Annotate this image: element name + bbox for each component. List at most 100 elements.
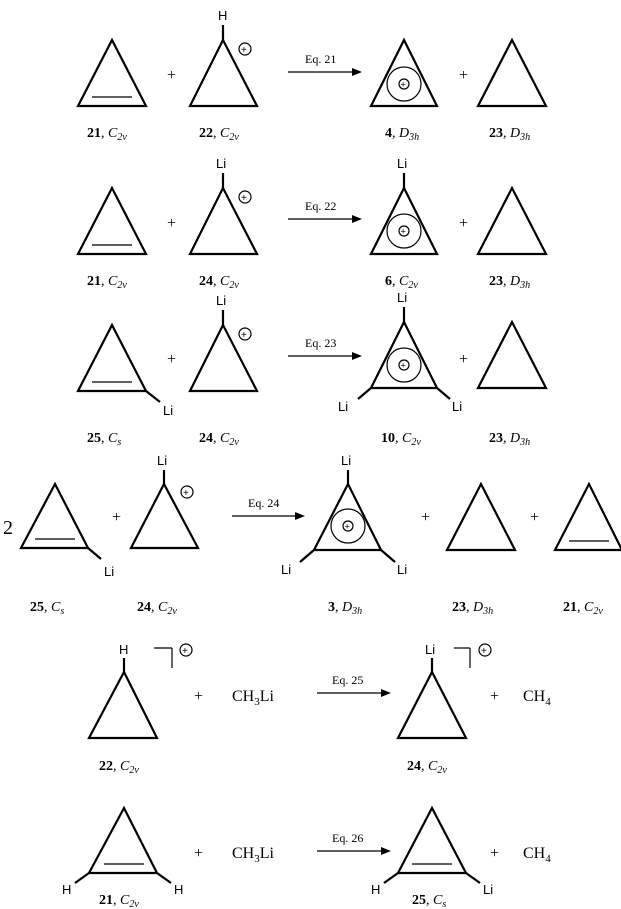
- lithio-cyclopropyl-cation-ring: [396, 669, 468, 740]
- compound-label-4: 4, D3h: [385, 126, 419, 143]
- atom-h: H: [119, 642, 128, 657]
- methyllithium-formula: CH3Li: [232, 845, 275, 865]
- atom-li: Li: [483, 882, 493, 897]
- lithio-cyclopropene-ring: [19, 481, 90, 550]
- charge-circle-icon: [180, 485, 194, 499]
- equation-22: + Li + Eq. 22 Li + +: [76, 156, 548, 256]
- arrow-head-icon: [295, 512, 305, 520]
- compound-label-25: 25, Cs: [30, 600, 64, 617]
- cyclopropyl-ring: [476, 37, 548, 108]
- compound-label-24: 24, C2v: [199, 274, 239, 291]
- lithio-cyclopropyl-cation-ring: [188, 185, 259, 256]
- atom-li: Li: [397, 290, 407, 305]
- atom-li: Li: [163, 403, 173, 418]
- compound-label-23: 23, D3h: [489, 274, 530, 291]
- compound-label-23: 23, D3h: [489, 126, 530, 143]
- equation-label: Eq. 25: [332, 673, 363, 687]
- methane-formula: CH4: [523, 845, 551, 865]
- charge-circle-icon: [398, 78, 410, 90]
- cyclopropene-ring: [76, 185, 148, 256]
- compound-label-6: 6, C2v: [385, 274, 418, 291]
- lithio-cyclopropyl-cation-ring: [129, 481, 200, 550]
- charge-circle-icon: [238, 327, 252, 341]
- plus-sign: +: [530, 509, 539, 526]
- compound-label-21: 21, C2v: [87, 126, 127, 143]
- atom-h: H: [218, 8, 227, 23]
- compound-label-22: 22, C2v: [99, 759, 139, 776]
- arrow-head-icon: [352, 215, 362, 223]
- cyclopropene-ring: [87, 805, 159, 875]
- compound-label-25: 25, Cs: [412, 893, 446, 909]
- compound-label-21: 21, C2v: [563, 600, 603, 617]
- li-bond: [436, 387, 451, 400]
- charge-plus: +: [345, 522, 350, 532]
- stoichiometric-coefficient: 2: [3, 517, 13, 539]
- compound-label-25: 25, Cs: [87, 431, 121, 448]
- aromatic-circle: [386, 347, 422, 383]
- equation-26: H H + CH3Li Eq. 26 H Li + CH4: [62, 805, 551, 897]
- compound-label-24: 24, C2v: [199, 431, 239, 448]
- compound-label-23: 23, D3h: [452, 600, 493, 617]
- li-bond: [87, 547, 102, 560]
- trilithio-cyclopropenyl-cation-ring: [312, 481, 383, 552]
- lithio-cyclopropyl-cation-ring: [188, 322, 259, 393]
- cyclopropene-ring: [553, 481, 621, 552]
- atom-h: H: [174, 882, 183, 897]
- lithio-cyclopropene-ring: [396, 805, 468, 875]
- atom-li: Li: [216, 293, 226, 308]
- li-bond: [357, 387, 372, 400]
- atom-li: Li: [157, 453, 167, 468]
- compound-label-24: 24, C2v: [407, 759, 447, 776]
- cyclopropyl-ring: [476, 185, 548, 256]
- charge-plus: +: [241, 45, 247, 56]
- h-bond: [74, 872, 90, 884]
- compound-label-24: 24, C2v: [137, 600, 177, 617]
- atom-li: Li: [281, 562, 291, 577]
- plus-sign: +: [194, 845, 203, 862]
- compound-label-23: 23, D3h: [489, 431, 530, 448]
- charge-plus: +: [183, 488, 189, 499]
- charge-plus: +: [241, 193, 247, 204]
- charge-plus: +: [401, 361, 406, 371]
- cyclopropyl-ring: [476, 319, 548, 390]
- atom-h: H: [62, 882, 71, 897]
- atom-li: Li: [397, 562, 407, 577]
- compound-label-21: 21, C2v: [99, 893, 139, 909]
- arrow-head-icon: [381, 847, 391, 855]
- plus-sign: +: [490, 845, 499, 862]
- atom-li: Li: [338, 399, 348, 414]
- charge-circle-icon: [238, 190, 252, 204]
- charge-circle-icon: [398, 359, 410, 371]
- atom-li: Li: [452, 399, 462, 414]
- cyclopropenyl-cation-ring: [369, 37, 439, 108]
- cyclopropene-ring: [76, 37, 148, 108]
- arrow-head-icon: [352, 352, 362, 360]
- plus-sign: +: [459, 215, 468, 232]
- methane-formula: CH4: [523, 688, 551, 708]
- methyllithium-formula: CH3Li: [232, 688, 275, 708]
- li-bond: [380, 549, 396, 563]
- cyclopropyl-cation-ring: [87, 669, 159, 740]
- aromatic-circle: [386, 66, 422, 102]
- li-bond: [465, 872, 481, 884]
- charge-circle-icon: [478, 643, 492, 657]
- compound-label-3: 3, D3h: [328, 600, 362, 617]
- lithio-cyclopropenyl-cation-ring: [369, 185, 439, 256]
- plus-sign: +: [167, 215, 176, 232]
- h-bond: [156, 872, 172, 884]
- arrow-head-icon: [352, 68, 362, 76]
- li-bond: [145, 390, 161, 403]
- equation-label: Eq. 24: [248, 496, 279, 510]
- equation-24: 2 Li + Li + Eq. 24 Li Li Li + + +: [3, 453, 621, 579]
- cyclopropyl-cation-ring: [188, 37, 259, 108]
- atom-h: H: [371, 882, 380, 897]
- charge-plus: +: [401, 227, 406, 237]
- charge-plus: +: [481, 646, 487, 657]
- plus-sign: +: [194, 688, 203, 705]
- equation-label: Eq. 23: [305, 336, 336, 350]
- charge-plus: +: [182, 646, 188, 657]
- plus-sign: +: [490, 688, 499, 705]
- arrow-head-icon: [381, 689, 391, 697]
- h-bond: [383, 872, 399, 884]
